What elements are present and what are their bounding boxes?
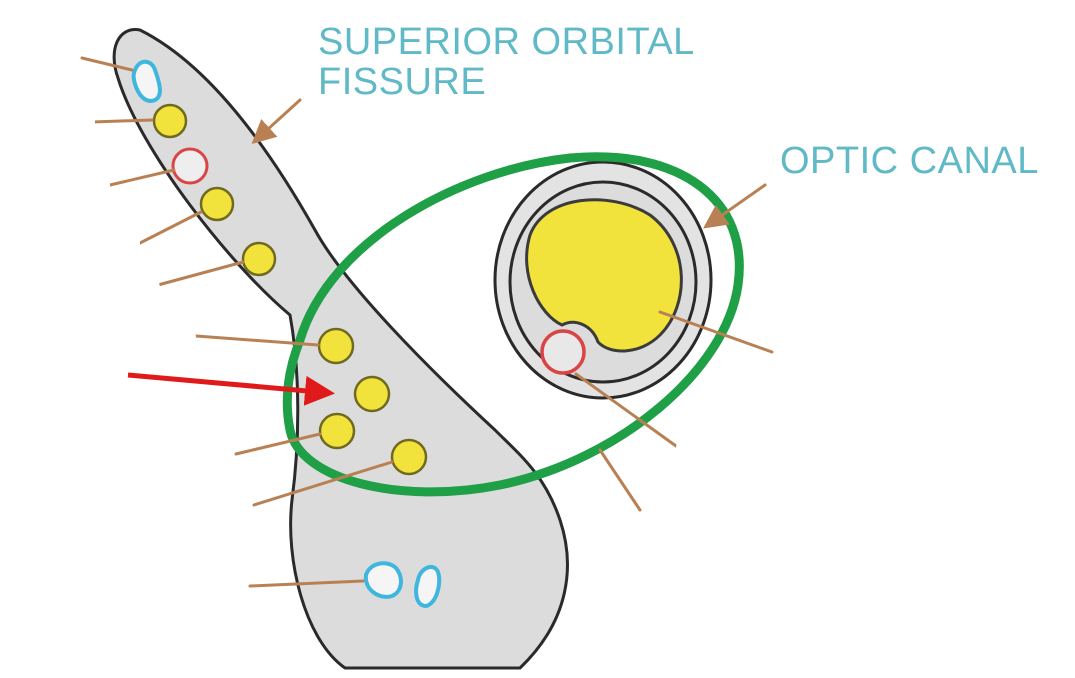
mask xyxy=(0,544,222,608)
nerve-5 xyxy=(353,375,391,413)
nerve-4 xyxy=(317,327,355,365)
leader-line xyxy=(598,448,642,512)
mask xyxy=(0,142,110,212)
mask xyxy=(0,418,208,478)
mask xyxy=(676,420,1075,482)
mask xyxy=(798,328,1038,392)
leader-line xyxy=(156,260,245,287)
red-arrow-icon xyxy=(127,372,335,406)
nerve-1 xyxy=(152,103,188,139)
leader-line xyxy=(90,118,154,124)
common-tendinous-ring xyxy=(282,152,744,497)
mask xyxy=(0,480,228,538)
mask xyxy=(0,324,196,354)
leader-line xyxy=(248,579,365,588)
mask xyxy=(0,262,160,332)
nerve-6 xyxy=(318,412,356,450)
leader-lines xyxy=(80,56,774,588)
leader-line xyxy=(194,334,320,347)
optic-canal-label: OPTIC CANAL xyxy=(780,140,1039,182)
label-line: SUPERIOR ORBITAL xyxy=(318,21,695,63)
ophthalmic-artery xyxy=(540,329,586,375)
superior-orbital-fissure-label: SUPERIOR ORBITAL FISSURE xyxy=(318,22,695,102)
nerve-2 xyxy=(199,186,235,222)
mask xyxy=(0,80,95,150)
nerve-7 xyxy=(390,438,428,476)
inferior-ophthalmic-vein-1 xyxy=(363,561,403,599)
leader-line xyxy=(108,168,176,187)
mask xyxy=(0,12,82,74)
superior-ophthalmic-vein xyxy=(131,59,162,103)
inferior-ophthalmic-vein-2 xyxy=(414,564,442,609)
label-line: FISSURE xyxy=(318,61,487,103)
leader-line xyxy=(80,56,134,72)
label-masks xyxy=(0,12,1075,608)
optic-nerve xyxy=(525,198,683,353)
leader-arrow-optic-canal xyxy=(703,183,767,229)
leader-line xyxy=(574,372,678,448)
vessel-1 xyxy=(171,147,209,185)
nerve-3 xyxy=(241,241,277,277)
leader-line xyxy=(234,432,322,456)
leader-arrow-fissure xyxy=(251,98,302,145)
mask xyxy=(636,504,956,566)
leader-line xyxy=(138,210,203,245)
leader-line xyxy=(252,460,394,507)
leader-line xyxy=(658,310,774,354)
mask xyxy=(0,200,140,270)
